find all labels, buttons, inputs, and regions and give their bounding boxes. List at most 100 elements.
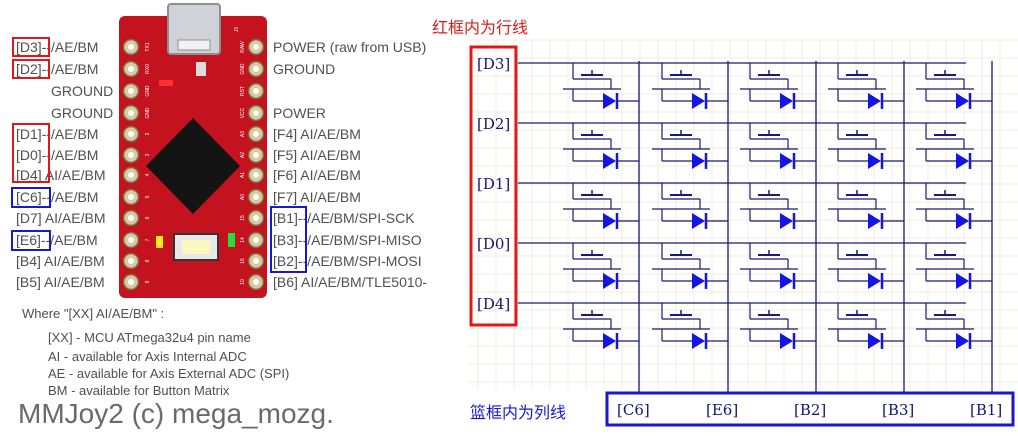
pin-function: --/AE/BM — [41, 189, 99, 205]
silk-label-j1: J1 — [234, 27, 240, 33]
left-pin-label-b4: [B4] AI/AE/BM — [16, 253, 105, 269]
switch-diode-cell — [828, 183, 904, 229]
silk-label-left: 5 — [145, 195, 151, 198]
silk-label-left: GND — [145, 107, 151, 119]
pin-function: POWER (raw from USB) — [273, 39, 427, 55]
diode-icon — [956, 273, 969, 289]
diode-icon — [868, 273, 881, 289]
right-pin-label-f7: [F7] AI/AE/BM — [273, 189, 361, 205]
pin-function: POWER — [273, 105, 326, 121]
silk-label-left: 4 — [145, 173, 151, 176]
right-pin-label-f6: [F6] AI/AE/BM — [273, 167, 361, 183]
matrix-wiring — [518, 61, 993, 394]
footer-credit: MMJoy2 (c) mega_mozg. — [18, 398, 334, 429]
left-pin-label-d7: [D7] AI/AE/BM — [16, 210, 106, 226]
silk-label-right: VCC — [240, 107, 246, 118]
switch-diode-cell — [563, 63, 639, 109]
pin-hole-center — [253, 66, 259, 72]
pin-function: AI/AE/BM — [300, 126, 361, 142]
led-red — [159, 80, 173, 86]
silk-label-left: 7 — [145, 238, 151, 241]
pin-function: AI/AE/BM — [300, 147, 361, 163]
diode-icon — [868, 213, 881, 229]
pin-name: [D1] — [16, 126, 42, 142]
switch-diode-cell — [916, 243, 992, 289]
row-label: [D4] — [477, 295, 510, 313]
pin-hole-center — [128, 44, 134, 50]
right-pin-label-f4: [F4] AI/AE/BM — [273, 126, 361, 142]
pin-function: GROUND — [51, 83, 114, 99]
left-pin-label-d4: [D4] AI/AE/BM — [16, 167, 106, 183]
pin-holes — [122, 38, 265, 291]
right-pin-label-raw: POWER (raw from USB) — [273, 39, 426, 55]
diode-icon — [956, 333, 969, 349]
right-pin-label-b6: [B6] AI/AE/BM/TLE5010- — [273, 274, 427, 290]
pin-hole-center — [128, 194, 134, 200]
left-pin-label-d0: [D0]--/AE/BM — [16, 147, 98, 163]
switch-diode-cell — [563, 183, 639, 229]
pin-hole-center — [128, 172, 134, 178]
pin-hole-center — [128, 215, 134, 221]
pin-function: --/AE/BM — [41, 126, 99, 142]
diode-icon — [956, 153, 969, 169]
pin-hole-center — [253, 44, 259, 50]
switch-diode-cell — [828, 243, 904, 289]
diode-icon — [868, 93, 881, 109]
diode-icon — [692, 153, 705, 169]
pin-function: GROUND — [51, 105, 114, 121]
switch-diode-cell — [740, 183, 816, 229]
left-pin-label-e6: [E6]--/AE/BM — [16, 232, 98, 248]
silk-label-right: 15 — [240, 215, 246, 221]
row-highlight-d2 — [12, 59, 50, 79]
matrix-panel: 红框内为行线 篮框内为列线 [D3][D2][D1][D0][D4] [C6][… — [432, 0, 1018, 439]
pin-function: AI/AE/BM/TLE5010- — [301, 274, 428, 290]
pin-function: AI/AE/BM — [44, 167, 106, 183]
pin-function: AI/AE/BM — [300, 189, 361, 205]
pin-name: [D4] — [16, 167, 42, 183]
reset-button-cap — [182, 240, 210, 254]
pin-function: AI/AE/BM — [44, 253, 105, 269]
silk-label-left: 8 — [145, 259, 151, 262]
pin-name: [D3] — [16, 39, 42, 55]
switch-diode-cell — [916, 183, 992, 229]
pin-hole-center — [253, 258, 259, 264]
pin-function: --/AE/BM/SPI-SCK — [297, 210, 415, 226]
column-label: [E6] — [706, 401, 738, 419]
silk-label-right: A1 — [240, 172, 246, 178]
schematic-grid — [468, 39, 1018, 390]
row-label: [D3] — [477, 55, 510, 73]
diode-icon — [603, 273, 616, 289]
pin-function: AI/AE/BM — [44, 274, 105, 290]
switch-diode-cell — [652, 63, 728, 109]
switch-diode-cell — [652, 303, 728, 349]
pin-function: --/AE/BM — [41, 61, 99, 77]
rows-box — [469, 45, 518, 327]
pin-name: [B2] — [273, 253, 298, 269]
pin-function: --/AE/BM/SPI-MOSI — [297, 253, 422, 269]
pin-function: --/AE/BM — [40, 232, 98, 248]
pin-name: [B3] — [273, 232, 298, 248]
pin-function: GROUND — [273, 61, 336, 77]
pin-hole-center — [128, 237, 134, 243]
row-label: [D0] — [477, 235, 510, 253]
switch-diode-cell — [740, 303, 816, 349]
pin-function: AI/AE/BM — [44, 210, 106, 226]
left-pin-label-d3: [D3]--/AE/BM — [16, 39, 98, 55]
pin-name: [D7] — [16, 210, 42, 226]
right-pin-label-power: POWER — [273, 105, 326, 121]
row-caption: 红框内为行线 — [432, 20, 529, 37]
pin-function: --/AE/BM — [41, 147, 99, 163]
pin-hole-center — [128, 131, 134, 137]
pin-hole-center — [253, 88, 259, 94]
left-pin-label-c6: [C6]--/AE/BM — [16, 189, 98, 205]
pin-name: [E6] — [16, 232, 41, 248]
silk-label-right: 16 — [240, 258, 246, 264]
button-matrix-schematic: [D3][D2][D1][D0][D4] [C6][E6][B2][B3][B1… — [468, 39, 1018, 427]
led-yellow — [156, 236, 163, 248]
silk-label-left: 3 — [145, 153, 151, 156]
pin-hole-center — [128, 110, 134, 116]
silk-label-right: A3 — [240, 131, 246, 137]
switch-diode-cell — [828, 63, 904, 109]
diode-icon — [603, 153, 616, 169]
